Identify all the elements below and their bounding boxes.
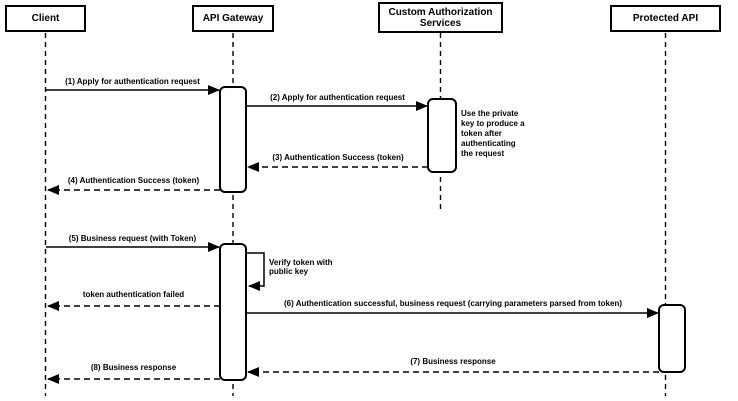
message-label-2: (2) Apply for authentication request	[270, 93, 405, 102]
message-label-7: (7) Business response	[410, 357, 496, 366]
actor-protected-api-label: Protected API	[632, 13, 699, 24]
activation-bar-custom-auth	[427, 98, 457, 173]
message-label-3: (3) Authentication Success (token)	[272, 153, 404, 162]
activation-bar-gateway-business	[219, 243, 247, 381]
actor-client: Client	[5, 5, 86, 32]
message-label-token-auth-failed: token authentication failed	[82, 290, 185, 299]
activation-bar-protected-api	[658, 304, 686, 373]
activation-bar-gateway-auth	[219, 86, 247, 193]
actor-protected-api: Protected API	[610, 5, 721, 32]
actor-custom-authorization-services: Custom Authorization Services	[378, 2, 503, 33]
message-label-5: (5) Business request (with Token)	[68, 234, 197, 243]
message-label-self-verify-token: Verify token with public key	[269, 258, 333, 276]
actor-client-label: Client	[31, 13, 60, 24]
note-private-key: Use the private key to produce a token a…	[461, 109, 525, 158]
actor-api-gateway: API Gateway	[192, 5, 274, 32]
message-label-8: (8) Business response	[90, 363, 177, 372]
message-label-1: (1) Apply for authentication request	[65, 77, 200, 86]
message-label-6: (6) Authentication successful, business …	[283, 299, 623, 308]
message-line-self-verify-token	[246, 252, 265, 291]
message-label-4: (4) Authentication Success (token)	[67, 176, 200, 185]
actor-api-gateway-label: API Gateway	[202, 13, 264, 24]
actor-custom-authorization-services-label: Custom Authorization Services	[388, 6, 493, 29]
